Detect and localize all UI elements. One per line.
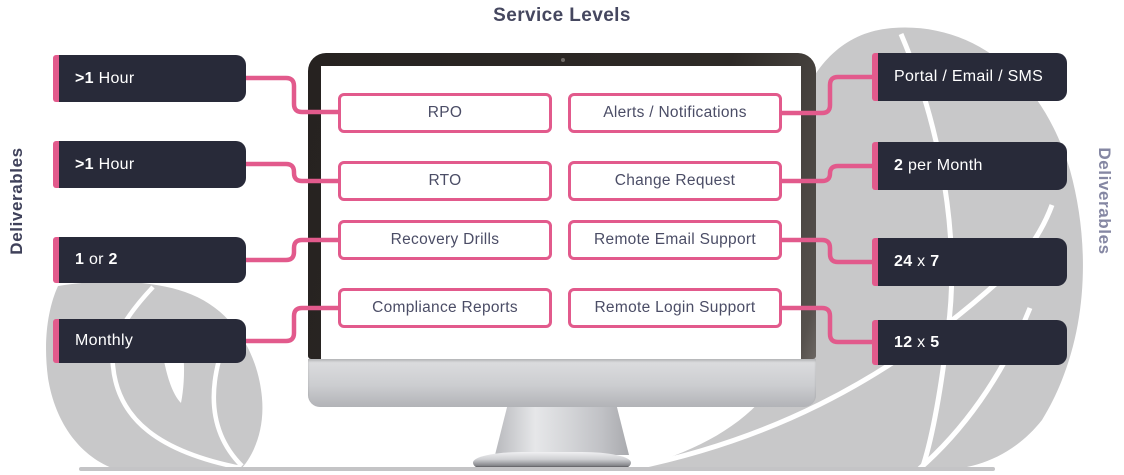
deliverable-text-segment: 2	[894, 157, 904, 174]
deliverable-tag-right-2-per-month: 2 per Month	[872, 142, 1067, 190]
deliverable-text-segment: >1	[75, 155, 94, 173]
service-box-remote-email-support: Remote Email Support	[568, 220, 782, 260]
deliverable-text-segment: 24	[894, 253, 913, 270]
service-box-rto: RTO	[338, 161, 552, 201]
page-title: Service Levels	[493, 5, 631, 26]
service-box-recovery-drills: Recovery Drills	[338, 220, 552, 260]
deliverable-text-segment: Hour	[93, 69, 135, 87]
deliverable-text-segment: x	[912, 333, 931, 351]
deliverable-text-segment: 5	[930, 333, 940, 351]
service-box-alerts-notifications: Alerts / Notifications	[568, 93, 782, 133]
deliverable-tag-right-portal-email-sms: Portal / Email / SMS	[872, 53, 1067, 101]
monitor-chin	[308, 359, 816, 407]
monitor-stand-neck	[495, 407, 629, 455]
connector-left-4	[244, 305, 342, 344]
deliverable-text-segment: Portal / Email / SMS	[894, 68, 1044, 85]
deliverable-text-segment: x	[912, 253, 931, 270]
deliverable-tag-right-12-x-5: 12 x 5	[872, 320, 1067, 365]
deliverable-text-segment: 2	[108, 251, 118, 268]
deliverable-text-segment: per Month	[903, 157, 983, 174]
deliverable-text-segment: >1	[75, 69, 94, 87]
deliverable-tag-left-1-or-2: 1 or 2	[53, 237, 246, 283]
deliverable-tag-left-monthly: Monthly	[53, 319, 246, 363]
service-box-change-request: Change Request	[568, 161, 782, 201]
connector-left-3	[244, 237, 342, 263]
deliverable-text-segment: 7	[930, 253, 940, 270]
deliverable-tag-left-1-hour: >1 Hour	[53, 55, 246, 102]
connector-right-3	[780, 237, 876, 265]
connector-right-1	[780, 74, 876, 116]
deliverable-tag-left-1-hour: >1 Hour	[53, 141, 246, 188]
connector-left-1	[244, 75, 342, 115]
monitor-stand-base	[473, 452, 631, 468]
monitor-camera-dot	[561, 58, 565, 62]
deliverable-text-segment: Monthly	[75, 332, 134, 349]
deliverable-tag-right-24-x-7: 24 x 7	[872, 238, 1067, 286]
deliverable-text-segment: Hour	[93, 155, 135, 173]
connector-left-2	[244, 161, 342, 184]
deliverable-text-segment: or	[84, 251, 109, 268]
desk-line	[79, 467, 995, 471]
deliverable-text-segment: 1	[75, 251, 85, 268]
service-box-compliance-reports: Compliance Reports	[338, 288, 552, 328]
service-box-rpo: RPO	[338, 93, 552, 133]
deliverable-text-segment: 12	[894, 333, 913, 351]
connector-right-2	[780, 163, 876, 184]
connector-right-4	[780, 305, 876, 345]
service-box-remote-login-support: Remote Login Support	[568, 288, 782, 328]
